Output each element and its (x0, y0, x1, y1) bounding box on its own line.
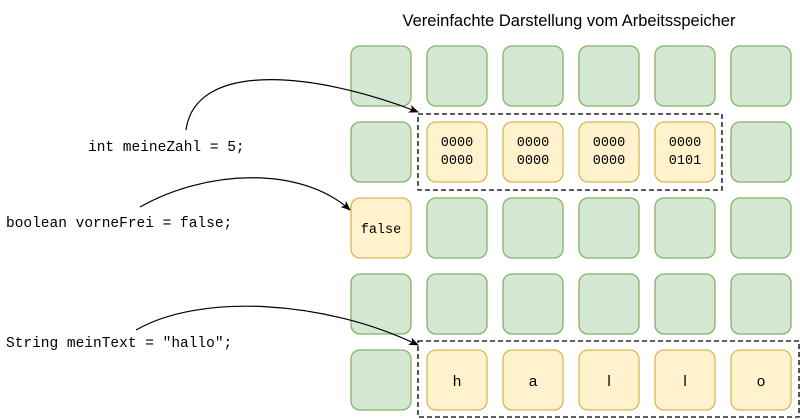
string-char: o (757, 373, 765, 390)
int-byte-cell: 0000 0000 (426, 121, 488, 183)
memory-cell-empty (730, 45, 792, 107)
memory-cell-empty (502, 197, 564, 259)
memory-cell-empty (730, 273, 792, 335)
int-group-box (417, 113, 723, 191)
int-byte-low: 0000 (593, 154, 625, 169)
boolean-pointer-arrow (139, 177, 351, 211)
int-byte-cell: 0000 0000 (578, 121, 640, 183)
memory-cell-empty (502, 273, 564, 335)
memory-cell-empty (350, 121, 412, 183)
memory-cell-empty (654, 197, 716, 259)
string-char-cell: h (426, 349, 488, 411)
int-byte-cell: 0000 0101 (654, 121, 716, 183)
string-char-cell: l (578, 349, 640, 411)
int-byte-high: 0000 (669, 136, 701, 151)
string-char-cell: l (654, 349, 716, 411)
string-char: l (683, 373, 686, 390)
memory-cell-empty (426, 273, 488, 335)
memory-cell-empty (350, 349, 412, 411)
memory-cell-empty (426, 45, 488, 107)
boolean-cell: false (350, 197, 412, 259)
int-byte-low: 0101 (669, 154, 701, 169)
memory-cell-empty (502, 45, 564, 107)
string-char: l (607, 373, 610, 390)
int-byte-high: 0000 (441, 136, 473, 151)
memory-cell-empty (350, 45, 412, 107)
string-declaration: String meinText = "hallo"; (6, 336, 232, 352)
string-char: h (453, 373, 461, 390)
diagram-title: Vereinfachte Darstellung vom Arbeitsspei… (403, 12, 736, 30)
memory-cell-empty (350, 273, 412, 335)
boolean-declaration: boolean vorneFrei = false; (6, 216, 232, 232)
int-byte-high: 0000 (517, 136, 549, 151)
memory-cell-empty (730, 121, 792, 183)
int-byte-low: 0000 (441, 154, 473, 169)
memory-cell-empty (654, 45, 716, 107)
memory-cell-empty (578, 273, 640, 335)
int-byte-high: 0000 (593, 136, 625, 151)
boolean-cell-value: false (361, 223, 402, 238)
memory-cell-empty (730, 197, 792, 259)
memory-cell-empty (654, 273, 716, 335)
int-pointer-arrow (185, 79, 419, 131)
string-char: a (529, 373, 538, 390)
memory-cell-empty (426, 197, 488, 259)
string-pointer-arrow (135, 305, 419, 346)
string-char-cell: a (502, 349, 564, 411)
memory-cell-empty (578, 197, 640, 259)
memory-cell-empty (578, 45, 640, 107)
string-char-cell: o (730, 349, 792, 411)
string-group-box (417, 340, 800, 418)
int-byte-low: 0000 (517, 154, 549, 169)
int-byte-cell: 0000 0000 (502, 121, 564, 183)
int-declaration: int meineZahl = 5; (88, 140, 245, 156)
